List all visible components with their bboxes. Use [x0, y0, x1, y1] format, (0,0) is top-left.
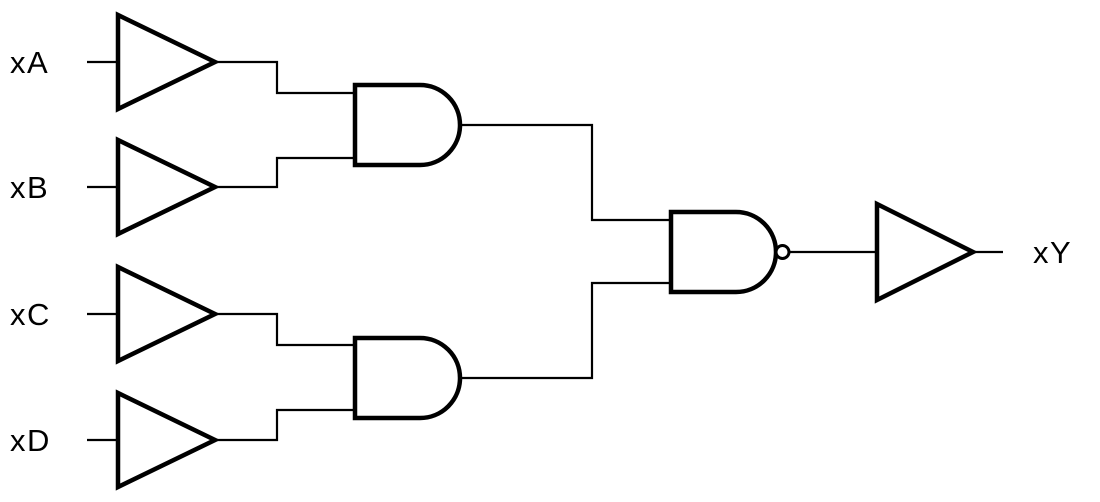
- buffer-gate-d: [115, 389, 221, 491]
- buffer-gate-c: [115, 263, 221, 365]
- wire-buffer-b-to-and1: [213, 156, 357, 189]
- wire-buffer-a-to-and1: [213, 60, 357, 95]
- wire-and2-to-nand: [458, 281, 673, 380]
- nand-gate: [668, 209, 779, 295]
- wire-and1-to-nand: [458, 123, 673, 222]
- input-label-xa: xA: [10, 45, 49, 80]
- output-buffer-gate: [874, 200, 979, 304]
- nand-inversion-bubble-icon: [774, 244, 791, 260]
- input-label-xd: xD: [10, 423, 51, 458]
- output-label-xy: xY: [1033, 235, 1072, 270]
- and-gate-2: [352, 335, 463, 421]
- wire-buffer-d-to-and2: [213, 408, 357, 442]
- wire-buffer-c-to-and2: [213, 312, 357, 347]
- buffer-gate-b: [115, 136, 221, 238]
- input-label-xc: xC: [10, 297, 51, 332]
- input-label-xb: xB: [10, 170, 49, 205]
- buffer-gate-a: [115, 11, 221, 113]
- and-gate-1: [352, 82, 463, 168]
